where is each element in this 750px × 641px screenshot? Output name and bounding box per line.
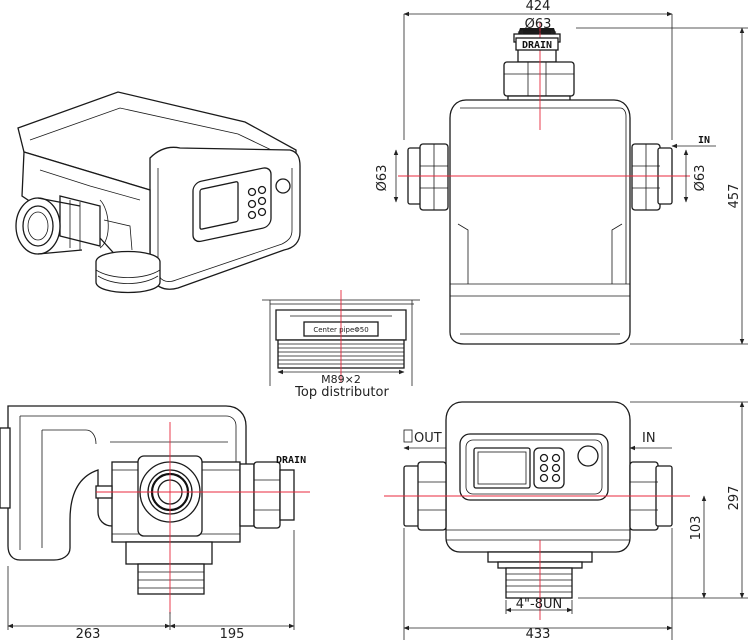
power-knob-icon [275,178,291,194]
side-view: DRAIN 263 195 [0,405,310,641]
front-view: OUT IN 297 103 4"-8UN 433 [384,401,748,641]
top-drain-dia-dim: Ø63 [525,17,552,32]
top-in-label: IN [698,135,710,146]
button-icon [257,207,267,217]
button-icon [247,187,257,197]
top-height-dim: 457 [727,184,742,209]
button-icon [257,185,267,195]
front-in-label: IN [642,431,656,446]
button-icon [551,463,561,473]
side-width1-dim: 263 [76,627,101,641]
top-view: 424 Ø63 DRAIN IN Ø63 Ø63 457 [375,0,748,345]
button-icon [539,473,549,483]
top-width-dim: 424 [526,0,551,14]
front-base-thread-dim: 4"-8UN [516,597,562,612]
isometric-view [15,91,301,294]
button-icon [551,473,561,483]
display-screen [199,181,239,230]
front-width-dim: 433 [526,627,551,641]
top-distributor-label: Top distributor [294,385,389,400]
top-distributor-detail: Center pipeΦ50 M89×2 Top distributor [262,290,420,400]
top-left-dia-dim: Ø63 [375,165,390,192]
front-height-dim: 297 [727,486,742,511]
button-icon [539,453,549,463]
button-icon [247,210,257,220]
button-icon [539,463,549,473]
power-knob-icon [577,445,599,467]
button-icon [257,196,267,206]
top-drain-label: DRAIN [522,40,552,51]
front-out-label: OUT [414,431,442,446]
front-display-screen [473,447,531,489]
thread-label: M89×2 [321,373,361,386]
button-icon [551,453,561,463]
top-right-dia-dim: Ø63 [693,165,708,192]
side-width2-dim: 195 [220,627,245,641]
front-inlet-height-dim: 103 [689,516,704,541]
side-drain-label: DRAIN [276,455,306,466]
button-icon [247,199,257,209]
